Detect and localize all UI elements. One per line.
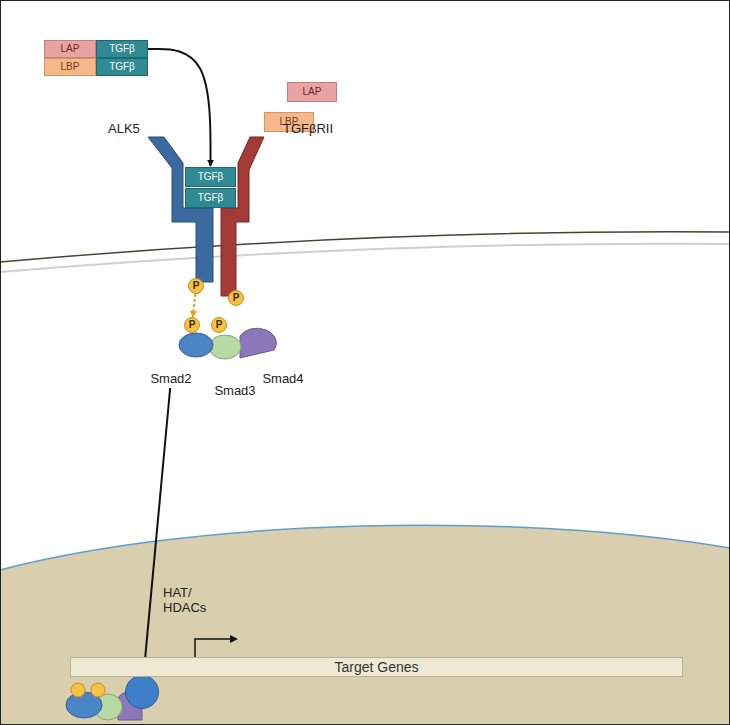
cell-membrane-outer [0,232,730,262]
node-text: P [193,280,200,292]
nuclear-envelope [0,525,730,570]
smad-label: Smad3 [210,382,260,400]
receptor-label: ALK5 [108,122,140,137]
node-text: Smad4 [262,372,303,387]
node-text: Smad2 [150,372,191,387]
node-text: Smad3 [214,384,255,399]
node-text: TGFβ [109,61,135,73]
alk5-receptor [148,137,213,282]
transcription-arrow [195,639,232,657]
lap-box: LAP [44,40,96,58]
phosphate-circle: P [228,290,244,306]
node-text: TGFβ [109,43,135,55]
receptor-label: TGFβRII [283,122,333,137]
tgfb-box: TGFβ [96,40,148,58]
phosphate-circle: P [184,317,200,333]
node-text: TGFβ [198,192,224,204]
lbp-box: LBP [44,58,96,76]
tgfb-box: TGFβ [185,188,236,208]
phosphorylation-arrow [193,294,195,317]
phosphate-dot [91,683,105,697]
node-text: P [189,319,196,331]
phosphate-dot [71,683,85,697]
node-text: LBP [61,61,80,73]
nucleus [0,525,730,725]
phosphate-circle: P [211,317,227,333]
smad-label: Smad4 [258,370,308,388]
phosphate-circle: P [188,278,204,294]
lap-box: LAP [287,82,337,102]
node-text: Target Genes [334,659,418,675]
transcription-arrowhead [230,635,238,643]
hat-hdac-circle: HAT/ HDACs [125,675,159,709]
node-text: LAP [303,86,322,98]
node-text: P [216,319,223,331]
tgfb-box: TGFβ [185,167,236,187]
node-text: LAP [61,43,80,55]
smad-label: Smad2 [146,370,196,388]
signal-arrow [144,388,171,675]
node-text: TGFβ [198,171,224,183]
callout-text: HAT/ HDACs [163,586,215,616]
smad2-shape [179,333,213,357]
smad3-shape [209,335,241,359]
target-genes-bar: Target Genes [70,657,683,677]
tgfb-box: TGFβ [96,58,148,76]
signal-arrow [148,49,211,166]
node-text: P [233,292,240,304]
cell-membrane-inner [0,244,730,272]
smad4-shape [240,328,276,358]
tgfbrii-receptor [221,137,264,296]
